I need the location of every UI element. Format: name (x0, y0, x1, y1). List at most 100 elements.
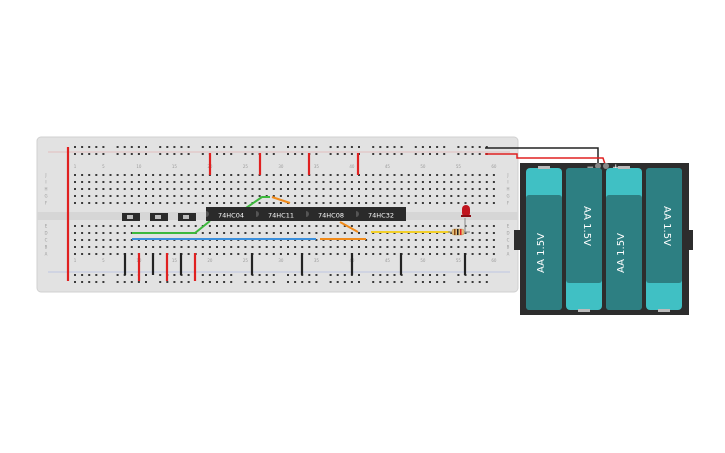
breadboard-hole[interactable] (279, 253, 282, 255)
breadboard-hole[interactable] (457, 188, 460, 190)
breadboard-hole[interactable] (145, 174, 147, 176)
breadboard-hole[interactable] (308, 181, 311, 183)
breadboard-hole[interactable] (400, 181, 403, 183)
breadboard-hole[interactable] (322, 188, 325, 190)
breadboard-hole[interactable] (81, 146, 84, 148)
breadboard-hole[interactable] (457, 281, 460, 283)
breadboard-hole[interactable] (450, 246, 453, 248)
breadboard-hole[interactable] (74, 174, 76, 176)
breadboard-hole[interactable] (358, 202, 360, 204)
breadboard-hole[interactable] (81, 195, 84, 197)
breadboard-hole[interactable] (137, 181, 140, 183)
breadboard-hole[interactable] (88, 174, 91, 176)
breadboard-hole[interactable] (201, 246, 204, 248)
breadboard-hole[interactable] (407, 239, 410, 241)
breadboard-hole[interactable] (343, 188, 346, 190)
breadboard-hole[interactable] (350, 246, 353, 248)
breadboard-hole[interactable] (315, 253, 318, 255)
breadboard-hole[interactable] (429, 281, 431, 283)
breadboard-hole[interactable] (343, 181, 346, 183)
breadboard-hole[interactable] (421, 274, 424, 276)
breadboard-hole[interactable] (180, 281, 183, 283)
breadboard-hole[interactable] (95, 274, 98, 276)
breadboard-hole[interactable] (336, 174, 339, 176)
breadboard-hole[interactable] (436, 253, 439, 255)
wire-green-1[interactable] (132, 220, 211, 234)
breadboard-hole[interactable] (265, 153, 268, 155)
breadboard-hole[interactable] (166, 202, 169, 204)
breadboard-hole[interactable] (109, 232, 112, 234)
breadboard-hole[interactable] (145, 153, 147, 155)
breadboard-hole[interactable] (102, 274, 105, 276)
breadboard-hole[interactable] (400, 225, 403, 227)
breadboard-hole[interactable] (223, 225, 226, 227)
breadboard-hole[interactable] (365, 253, 368, 255)
breadboard-hole[interactable] (471, 153, 474, 155)
breadboard-hole[interactable] (102, 232, 105, 234)
breadboard-hole[interactable] (421, 225, 424, 227)
breadboard-hole[interactable] (81, 239, 84, 241)
breadboard-hole[interactable] (223, 174, 226, 176)
breadboard-hole[interactable] (230, 253, 233, 255)
breadboard-hole[interactable] (287, 253, 289, 255)
breadboard-hole[interactable] (194, 225, 197, 227)
breadboard-hole[interactable] (159, 281, 162, 283)
breadboard-hole[interactable] (365, 195, 368, 197)
breadboard-hole[interactable] (436, 181, 439, 183)
breadboard-hole[interactable] (429, 188, 431, 190)
breadboard-hole[interactable] (116, 246, 119, 248)
breadboard-hole[interactable] (450, 239, 453, 241)
breadboard-hole[interactable] (414, 281, 417, 283)
breadboard-hole[interactable] (102, 195, 105, 197)
breadboard-hole[interactable] (372, 195, 375, 197)
breadboard-hole[interactable] (130, 146, 133, 148)
breadboard-hole[interactable] (201, 281, 204, 283)
breadboard-hole[interactable] (208, 146, 211, 148)
breadboard-hole[interactable] (358, 274, 360, 276)
breadboard-hole[interactable] (216, 253, 218, 255)
breadboard-hole[interactable] (322, 202, 325, 204)
breadboard-hole[interactable] (443, 225, 446, 227)
breadboard-hole[interactable] (478, 195, 481, 197)
breadboard-hole[interactable] (74, 146, 76, 148)
breadboard-hole[interactable] (272, 146, 275, 148)
breadboard-hole[interactable] (166, 181, 169, 183)
breadboard-hole[interactable] (329, 174, 332, 176)
breadboard-hole[interactable] (265, 225, 268, 227)
breadboard-hole[interactable] (308, 195, 311, 197)
breadboard-hole[interactable] (429, 146, 431, 148)
breadboard-hole[interactable] (258, 246, 261, 248)
breadboard-hole[interactable] (301, 181, 304, 183)
breadboard-hole[interactable] (208, 202, 211, 204)
breadboard-hole[interactable] (230, 232, 233, 234)
breadboard-hole[interactable] (350, 232, 353, 234)
breadboard-hole[interactable] (421, 153, 424, 155)
breadboard-hole[interactable] (372, 153, 375, 155)
breadboard-hole[interactable] (478, 274, 481, 276)
breadboard-hole[interactable] (74, 281, 76, 283)
breadboard-hole[interactable] (294, 181, 297, 183)
breadboard-hole[interactable] (301, 281, 304, 283)
breadboard-hole[interactable] (109, 225, 112, 227)
breadboard-hole[interactable] (372, 188, 375, 190)
breadboard-hole[interactable] (301, 153, 304, 155)
breadboard-hole[interactable] (471, 202, 474, 204)
breadboard-hole[interactable] (301, 174, 304, 176)
breadboard-hole[interactable] (152, 195, 155, 197)
breadboard-hole[interactable] (471, 188, 474, 190)
breadboard-hole[interactable] (393, 225, 396, 227)
breadboard-hole[interactable] (230, 281, 233, 283)
breadboard-hole[interactable] (492, 188, 495, 190)
breadboard-hole[interactable] (414, 246, 417, 248)
breadboard-hole[interactable] (244, 281, 247, 283)
breadboard-hole[interactable] (336, 181, 339, 183)
breadboard-hole[interactable] (95, 202, 98, 204)
breadboard-hole[interactable] (429, 239, 431, 241)
breadboard-hole[interactable] (471, 174, 474, 176)
breadboard-hole[interactable] (336, 274, 339, 276)
breadboard-hole[interactable] (272, 281, 275, 283)
breadboard-hole[interactable] (492, 232, 495, 234)
breadboard-hole[interactable] (329, 188, 332, 190)
breadboard-hole[interactable] (407, 225, 410, 227)
breadboard-hole[interactable] (123, 202, 126, 204)
